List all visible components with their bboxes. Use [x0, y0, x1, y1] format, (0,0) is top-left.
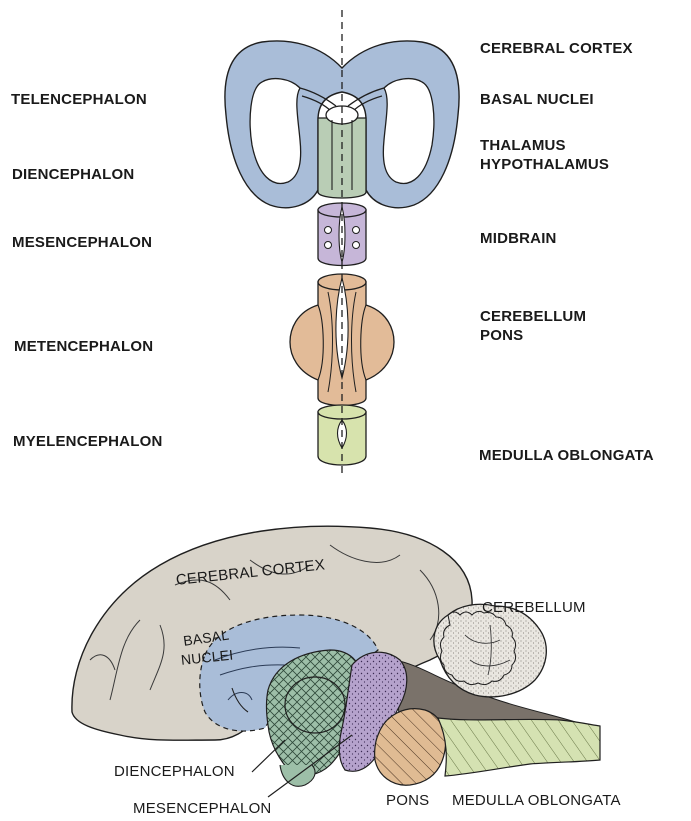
sagittal-label-pons: PONS [386, 791, 429, 810]
sagittal-label-cerebellum: CEREBELLUM [482, 598, 586, 617]
sagittal-label-medulla-oblongata: MEDULLA OBLONGATA [452, 791, 621, 810]
sagittal-label-diencephalon: DIENCEPHALON [114, 762, 235, 781]
sagittal-label-mesencephalon: MESENCEPHALON [133, 799, 271, 818]
medulla-region [438, 718, 600, 776]
